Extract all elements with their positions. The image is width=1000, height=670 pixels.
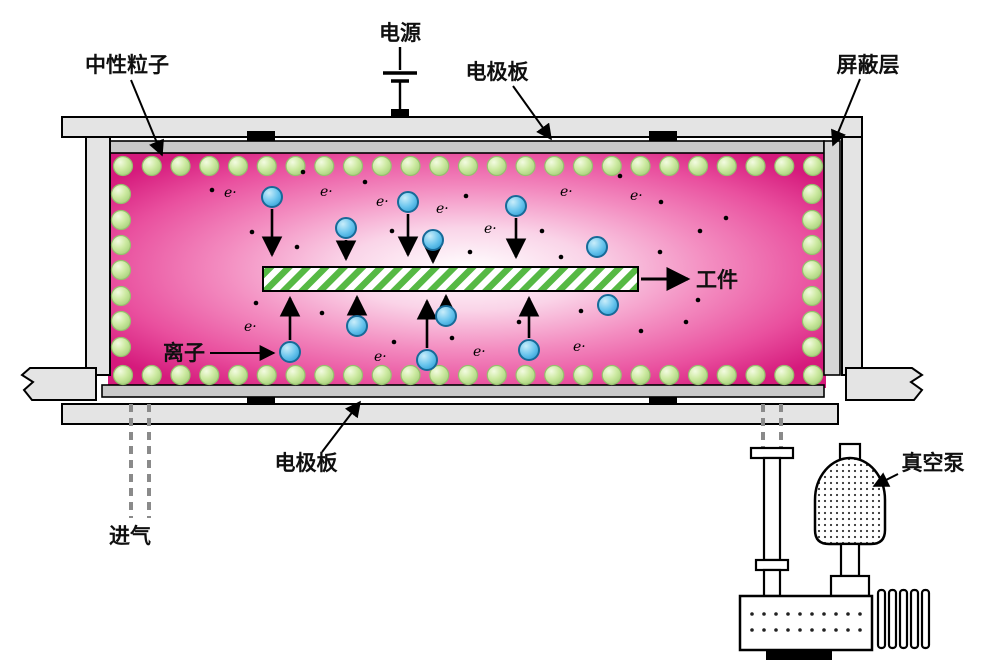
labels: 中性粒子 电源 电极板 屏蔽层 工件 离子 电极板 进气 真空泵 — [85, 22, 965, 548]
ion-particle — [435, 305, 457, 327]
chamber-wall-left — [85, 136, 111, 376]
label-workpiece: 工件 — [696, 269, 738, 292]
electron-label: e· — [560, 184, 573, 200]
ion-particle — [422, 229, 444, 251]
electron-label: e· — [320, 184, 333, 200]
chamber-lid-top — [61, 116, 863, 138]
label-electrode-top: 电极板 — [466, 61, 530, 84]
shield-layer-plate — [823, 140, 841, 376]
vacuum-system — [738, 404, 931, 660]
ion-particle — [261, 186, 283, 208]
flange-left — [20, 367, 97, 401]
chamber-wall-right — [841, 136, 863, 376]
pump-foot — [766, 650, 832, 660]
ion-particle — [518, 339, 540, 361]
chamber-structure — [20, 116, 924, 425]
ion-particle — [397, 191, 419, 213]
label-shield-layer: 屏蔽层 — [837, 54, 900, 77]
electrode-plate-bottom — [101, 384, 825, 398]
pump-motor-base — [829, 574, 871, 598]
workpiece-group — [262, 266, 691, 292]
flange-right — [845, 367, 924, 401]
electrode-clamp — [649, 397, 677, 407]
ion-particle — [597, 294, 619, 316]
label-ion: 离子 — [163, 341, 205, 365]
label-vacuum-pump: 真空泵 — [902, 451, 965, 475]
vacuum-pump-motor — [813, 456, 887, 546]
ion-particle — [416, 349, 438, 371]
electron-dots — [209, 169, 729, 345]
power-supply-symbol — [383, 47, 417, 117]
ion-particle — [346, 315, 368, 337]
electron-label: e· — [630, 188, 643, 204]
label-neutral-particles: 中性粒子 — [85, 53, 169, 77]
ion-arrows — [261, 209, 540, 348]
electron-label: e· — [374, 349, 387, 365]
exhaust-pipe-lower — [762, 568, 782, 598]
label-electrode-bottom: 电极板 — [275, 452, 339, 475]
exhaust-pipe — [762, 456, 782, 562]
pump-motor-stand — [839, 542, 861, 578]
vacuum-pump-body — [738, 594, 874, 652]
pump-vent-dots — [750, 612, 862, 632]
electrode-plate-top — [101, 140, 825, 154]
label-gas-inlet: 进气 — [109, 524, 151, 548]
electron-label: e· — [224, 185, 237, 201]
pipe-flange — [749, 446, 795, 460]
electron-label: e· — [244, 319, 257, 335]
electron-label: e· — [436, 201, 449, 217]
electron-label: e· — [573, 339, 586, 355]
chamber-lid-bottom — [61, 403, 839, 425]
gas-inlet-pipe — [129, 404, 151, 518]
electron-label: e· — [473, 344, 486, 360]
electron-label: e· — [484, 221, 497, 237]
pipe-flange — [754, 558, 790, 572]
ion-particle — [505, 195, 527, 217]
electron-labels: e· e· e· e· e· e· e· e· e· e· e· — [224, 184, 643, 365]
ion-particle — [586, 236, 608, 258]
electron-label: e· — [376, 194, 389, 210]
electrode-clamp — [649, 131, 677, 143]
ion-particle — [335, 217, 357, 239]
label-power: 电源 — [379, 22, 421, 45]
label-leaders — [130, 78, 899, 487]
electrode-clamp — [247, 397, 275, 407]
ion-particle — [279, 341, 301, 363]
electrode-clamp — [247, 131, 275, 143]
pump-fins — [876, 588, 931, 650]
workpiece-bar — [262, 266, 639, 292]
